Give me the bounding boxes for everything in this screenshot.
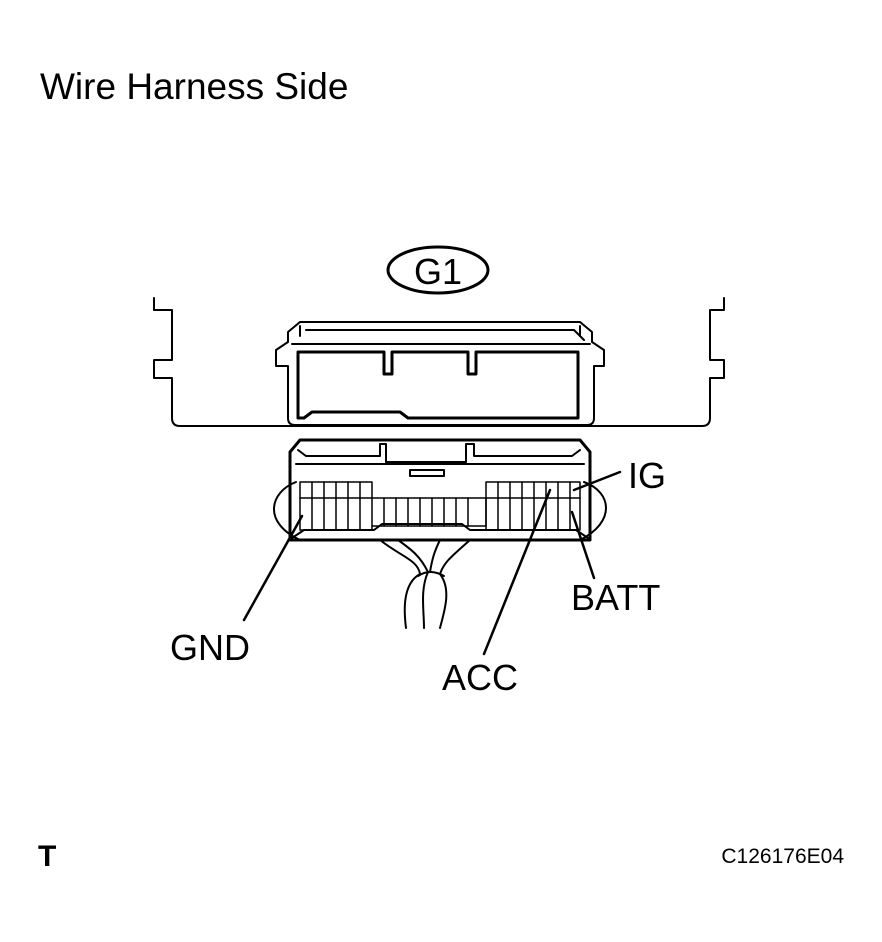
label-gnd: GND <box>170 627 250 668</box>
diagram-title: Wire Harness Side <box>40 66 349 107</box>
figure-code: C126176E04 <box>721 845 844 868</box>
harness-wires <box>379 539 471 629</box>
leader-batt <box>570 510 596 580</box>
leader-acc <box>482 488 552 656</box>
leader-ig <box>572 470 622 492</box>
connector-id-oval <box>386 245 490 295</box>
label-batt: BATT <box>571 577 660 618</box>
terminal-cavities <box>299 481 581 531</box>
connector-id-badge: G1 <box>386 245 490 295</box>
mounting-bracket <box>153 297 725 427</box>
label-ig: IG <box>628 455 666 496</box>
leader-gnd <box>242 514 304 622</box>
label-acc: ACC <box>442 657 518 698</box>
female-connector-housing <box>275 321 605 426</box>
connector-id-text: G1 <box>414 251 462 292</box>
corner-mark: T <box>38 840 57 873</box>
leader-lines <box>242 470 622 656</box>
